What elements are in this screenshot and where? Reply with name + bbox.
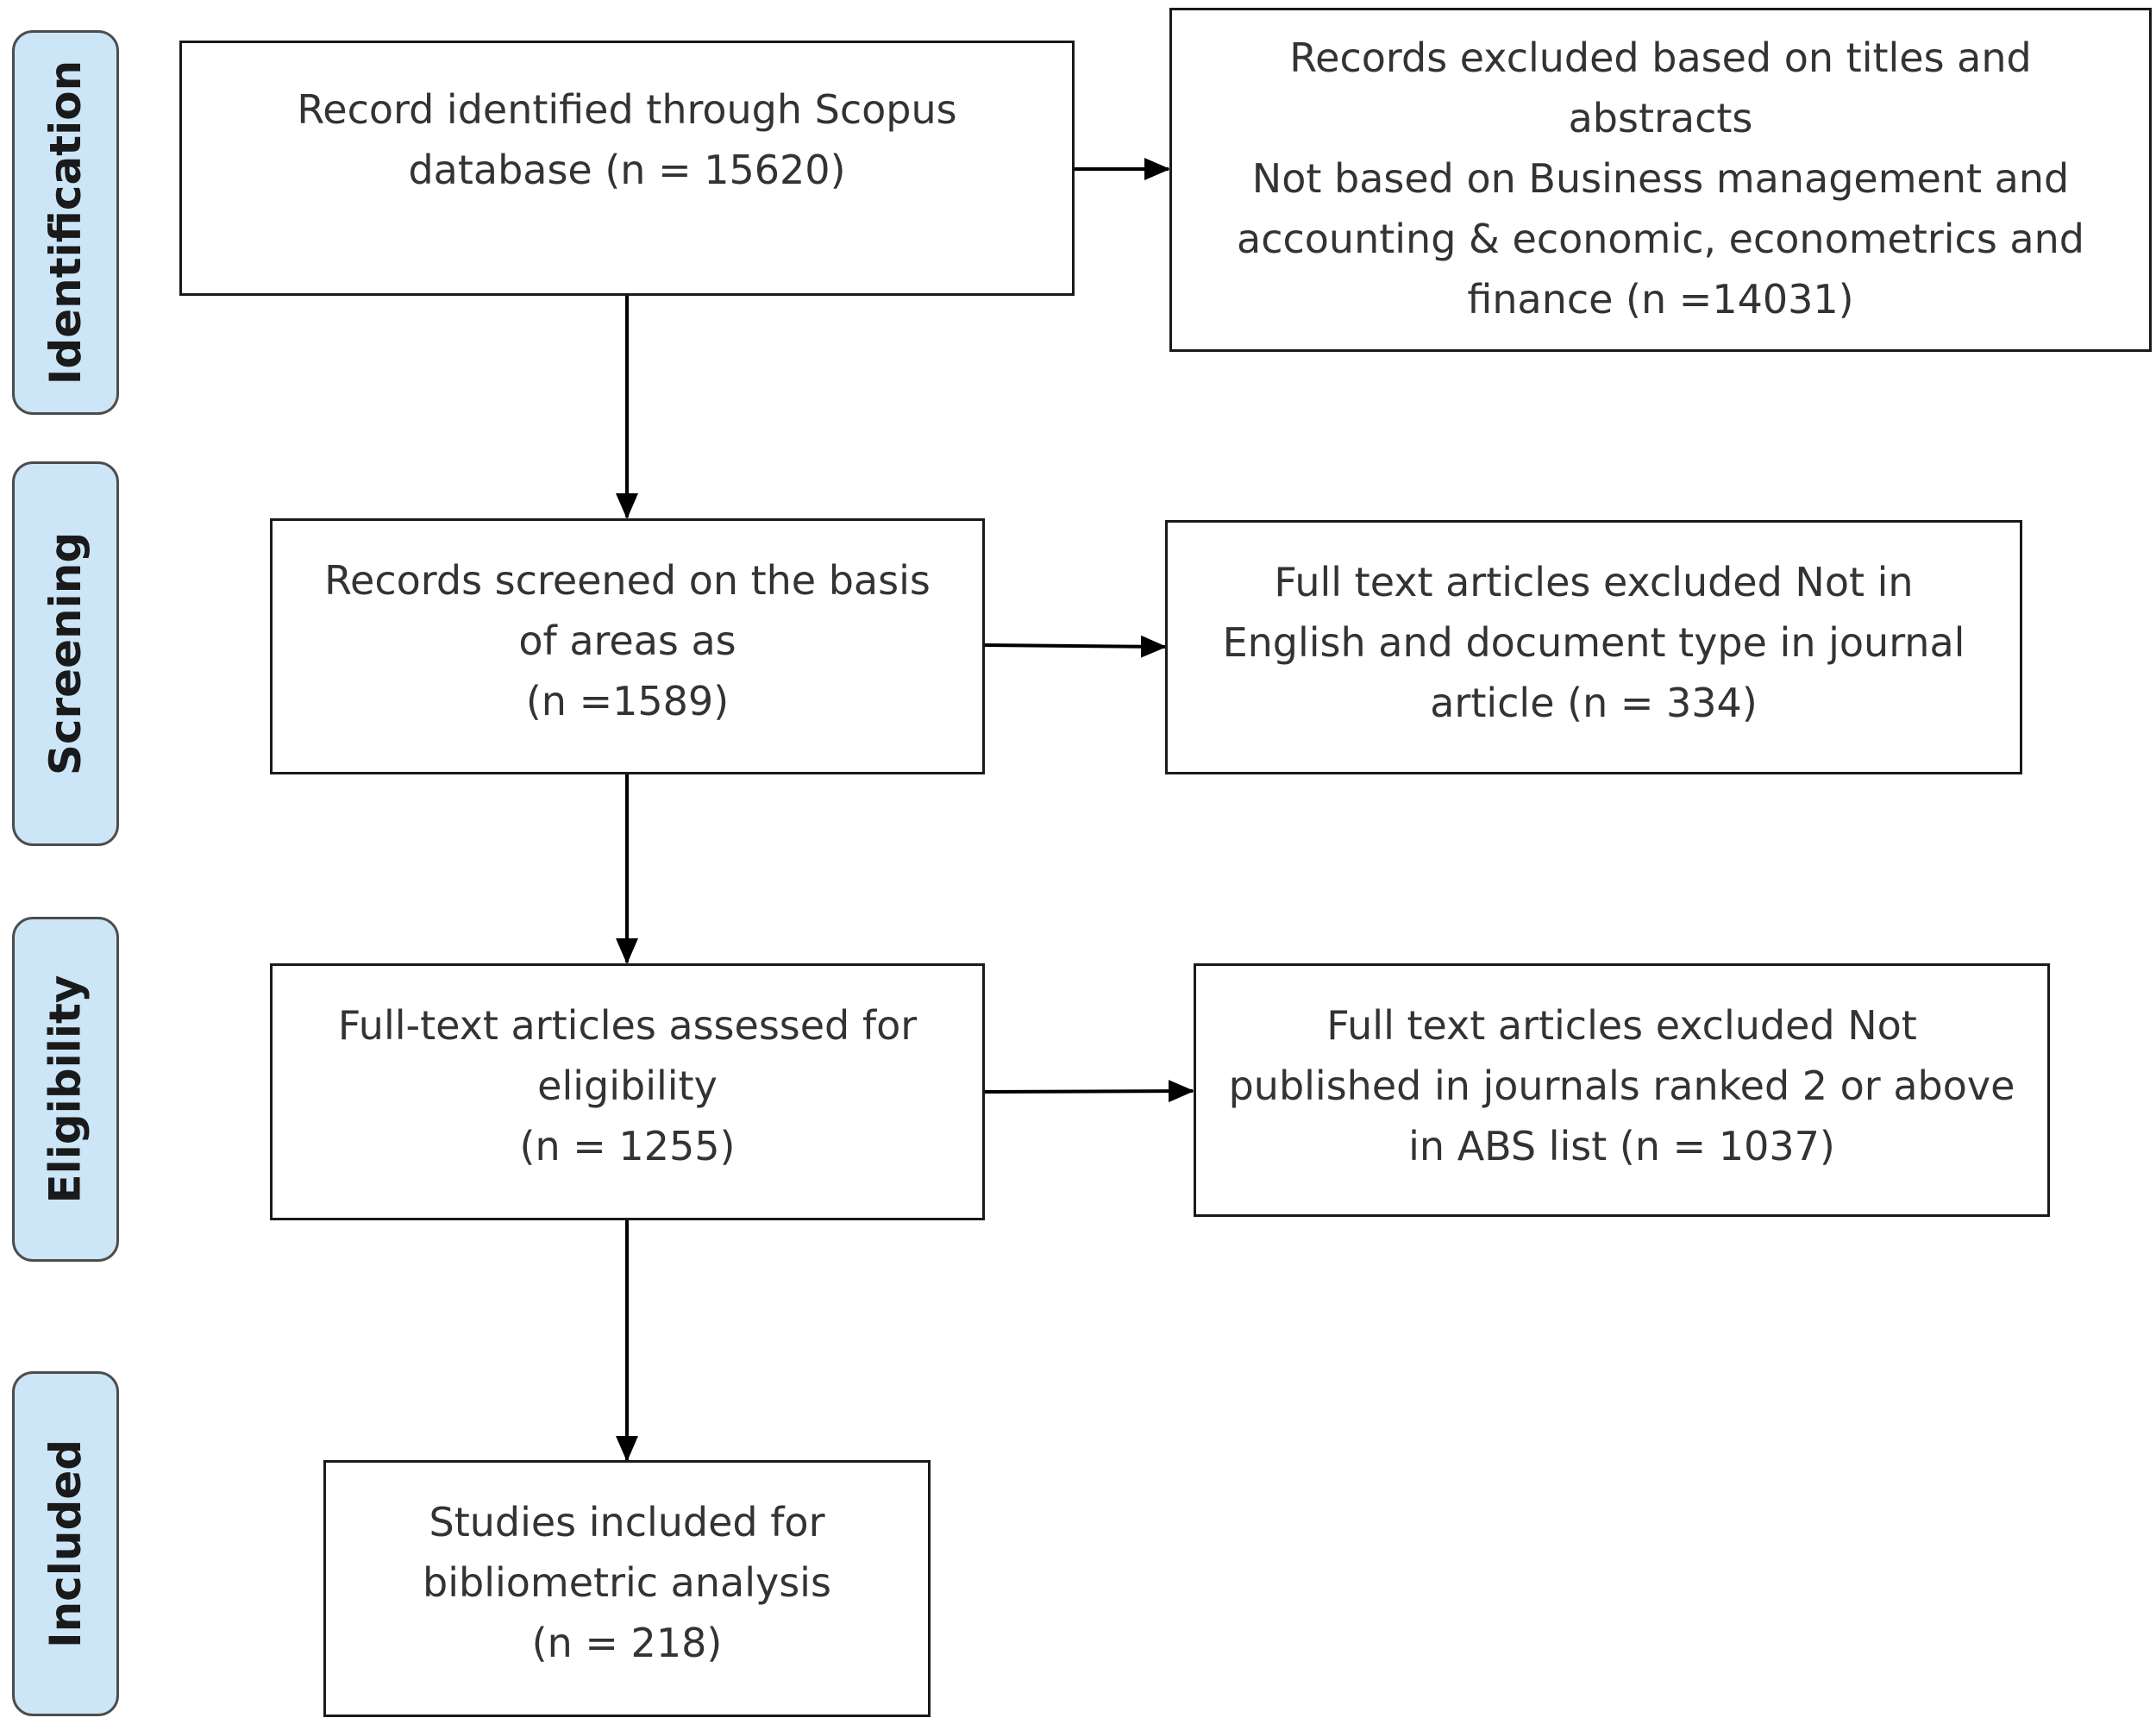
- box-text-line: eligibility: [537, 1063, 718, 1109]
- arrow-to-excluded-abs: [984, 1080, 1194, 1103]
- box-text-line: Full text articles excluded Not: [1326, 1002, 1917, 1049]
- box-records-screened: Records screened on the basis of areas a…: [270, 518, 985, 774]
- stage-eligibility: Eligibility: [12, 917, 119, 1262]
- box-excluded-abs-list: Full text articles excluded Not publishe…: [1194, 963, 2050, 1217]
- box-studies-included: Studies included for bibliometric analys…: [323, 1460, 931, 1717]
- box-text-line: Not based on Business management and: [1251, 155, 2070, 202]
- box-excluded-titles-abstracts: Records excluded based on titles and abs…: [1169, 8, 2152, 352]
- box-text-line: (n = 218): [531, 1620, 723, 1666]
- box-excluded-language-doctype: Full text articles excluded Not in Engli…: [1165, 520, 2022, 774]
- stage-included: Included: [12, 1371, 119, 1716]
- box-text-line: in ABS list (n = 1037): [1408, 1123, 1835, 1169]
- stage-identification: Identification: [12, 30, 119, 415]
- box-text-line: database (n = 15620): [408, 147, 846, 193]
- box-text-line: Record identified through Scopus: [297, 86, 957, 133]
- box-text-line: Records excluded based on titles and: [1289, 34, 2032, 81]
- box-text-line: finance (n =14031): [1467, 276, 1854, 323]
- box-text-line: Records screened on the basis: [324, 557, 931, 604]
- box-text-line: accounting & economic, econometrics and: [1237, 216, 2084, 262]
- box-text-line: of areas as: [518, 618, 736, 664]
- stage-screening: Screening: [12, 461, 119, 846]
- box-records-identified: Record identified through Scopus databas…: [179, 41, 1075, 296]
- box-text-line: English and document type in journal: [1222, 619, 1965, 666]
- box-text-line: published in journals ranked 2 or above: [1228, 1063, 2015, 1109]
- arrow-to-excluded-language: [984, 635, 1167, 658]
- box-text-line: (n = 1255): [519, 1123, 736, 1169]
- box-text-line: bibliometric analysis: [423, 1559, 831, 1606]
- box-text-line: article (n = 334): [1430, 680, 1758, 726]
- box-text-line: Full text articles excluded Not in: [1274, 559, 1914, 605]
- box-text-line: abstracts: [1568, 95, 1753, 141]
- box-fulltext-assessed: Full-text articles assessed for eligibil…: [270, 963, 985, 1220]
- box-text-line: Studies included for: [429, 1499, 825, 1545]
- box-text-line: (n =1589): [525, 678, 730, 724]
- box-text-line: Full-text articles assessed for: [337, 1002, 918, 1049]
